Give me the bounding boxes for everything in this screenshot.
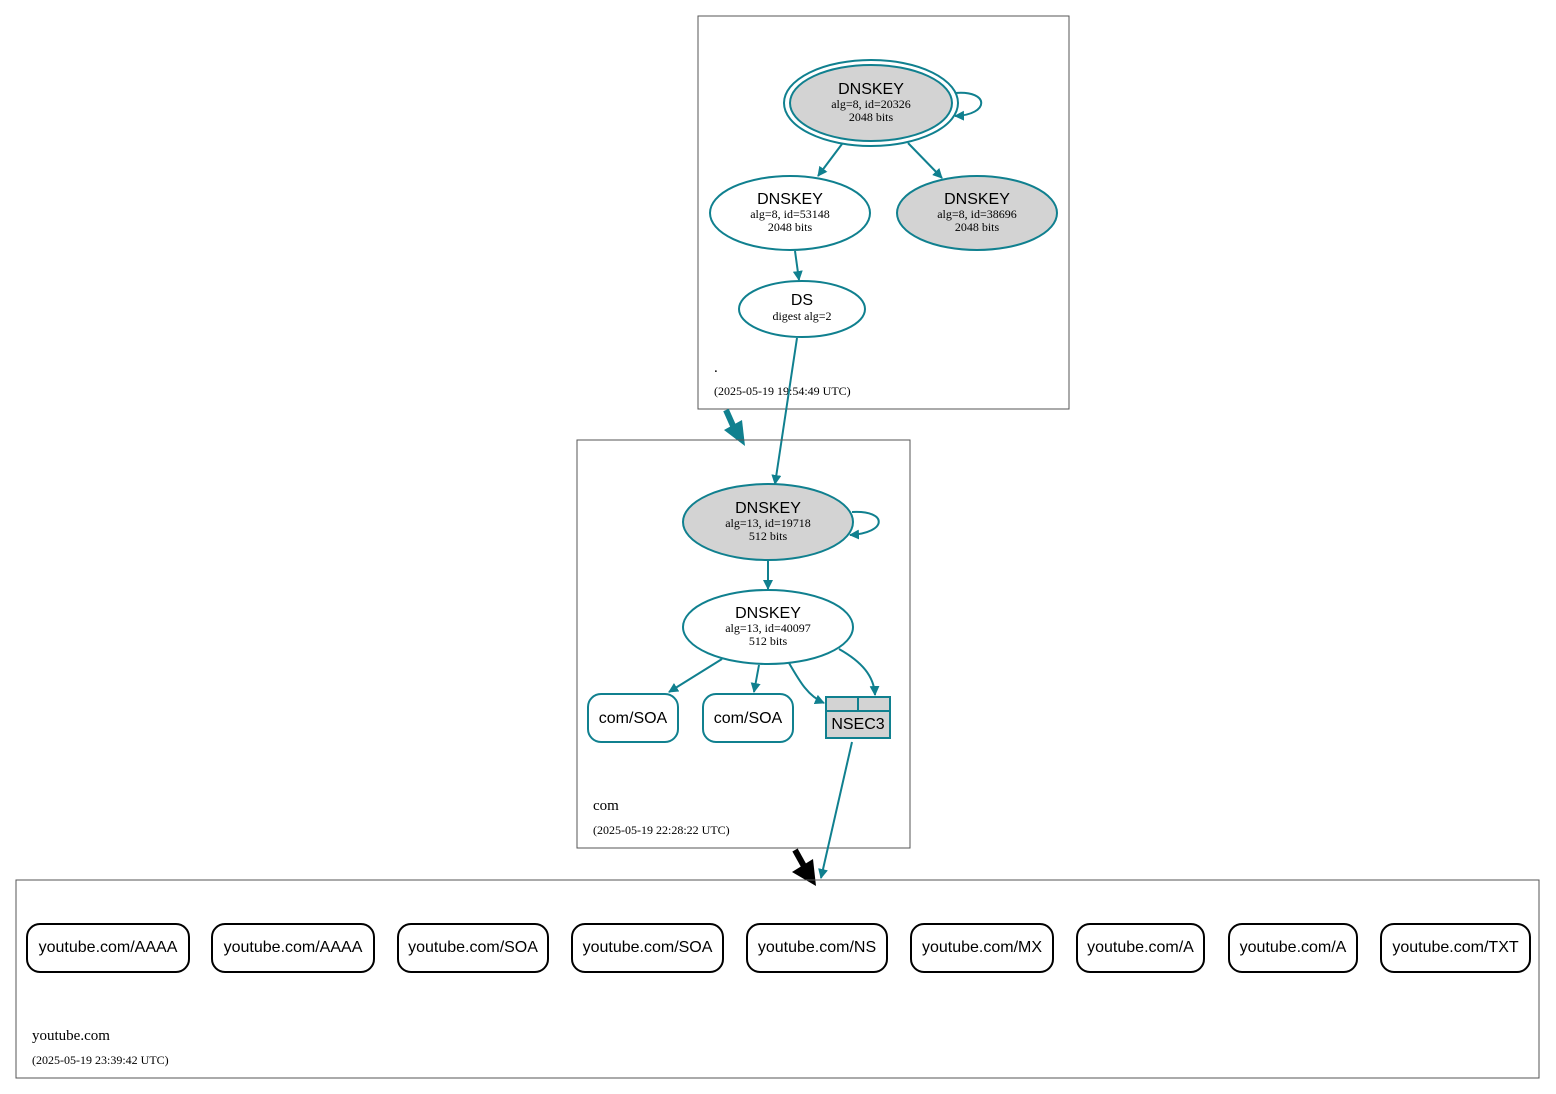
youtube-record-label: youtube.com/SOA: [583, 939, 713, 956]
zone-root-name: .: [714, 360, 718, 376]
node-root-ksk-title: DNSKEY: [838, 81, 904, 98]
delegation-root-to-com: [723, 408, 745, 446]
node-root-zsk-line2: 2048 bits: [768, 220, 813, 234]
zone-youtube: youtube.com (2025-05-19 23:39:42 UTC): [15, 879, 1540, 1079]
edge-root-zsk-to-ds: [792, 250, 803, 281]
youtube-record-label: youtube.com/A: [1240, 939, 1347, 956]
zone-com-time: (2025-05-19 22:28:22 UTC): [593, 823, 730, 837]
youtube-records: youtube.com/AAAA youtube.com/AAAA youtube.…: [26, 923, 1531, 973]
node-com-nsec3-label: NSEC3: [831, 716, 884, 733]
youtube-record-label: youtube.com/SOA: [408, 939, 538, 956]
youtube-record-label: youtube.com/TXT: [1392, 939, 1519, 956]
node-com-soa-2[interactable]: com/SOA: [702, 693, 794, 743]
zone-com-name: com: [593, 798, 619, 814]
node-root-ksk-line2: 2048 bits: [849, 110, 894, 124]
edge-root-ds-to-com-ksk: [771, 337, 798, 485]
node-root-ds-line1: digest alg=2: [772, 309, 831, 323]
node-root-zsk[interactable]: DNSKEY alg=8, id=53148 2048 bits: [709, 175, 871, 251]
youtube-record-box: [571, 923, 724, 973]
youtube-record-label: youtube.com/MX: [922, 939, 1042, 956]
youtube-record[interactable]: youtube.com/A: [1228, 923, 1358, 973]
edge-root-ksk-to-key3: [907, 142, 943, 179]
youtube-record-box: [1380, 923, 1531, 973]
node-com-soa-1-label: com/SOA: [599, 710, 668, 727]
node-root-key3-line1: alg=8, id=38696: [937, 207, 1017, 221]
zone-com: com (2025-05-19 22:28:22 UTC): [576, 439, 911, 849]
node-root-ksk[interactable]: DNSKEY alg=8, id=20326 2048 bits: [783, 59, 959, 147]
node-root-ds-title: DS: [791, 292, 813, 309]
node-com-nsec3[interactable]: NSEC3: [825, 696, 891, 739]
youtube-record[interactable]: youtube.com/SOA: [571, 923, 724, 973]
youtube-record-label: youtube.com/AAAA: [39, 939, 178, 956]
node-root-ds[interactable]: DS digest alg=2: [738, 280, 866, 338]
zone-root: . (2025-05-19 19:54:49 UTC): [697, 15, 1070, 410]
edge-root-ksk-self: [954, 91, 983, 121]
youtube-record-label: youtube.com/AAAA: [224, 939, 363, 956]
edge-com-zsk-to-nsec3-b: [838, 648, 880, 696]
youtube-record-label: youtube.com/A: [1087, 939, 1194, 956]
node-com-zsk-line1: alg=13, id=40097: [725, 621, 811, 635]
youtube-record-box: [1076, 923, 1205, 973]
node-com-ksk[interactable]: DNSKEY alg=13, id=19718 512 bits: [682, 483, 854, 561]
zone-youtube-time: (2025-05-19 23:39:42 UTC): [32, 1053, 169, 1067]
node-root-zsk-title: DNSKEY: [757, 191, 823, 208]
youtube-record[interactable]: youtube.com/AAAA: [26, 923, 190, 973]
youtube-record-box: [397, 923, 549, 973]
node-com-ksk-line2: 512 bits: [749, 529, 788, 543]
edge-nsec3-to-youtube: [818, 741, 853, 879]
node-com-zsk[interactable]: DNSKEY alg=13, id=40097 512 bits: [682, 589, 854, 665]
youtube-record-box: [746, 923, 888, 973]
zone-youtube-name: youtube.com: [32, 1028, 110, 1044]
delegation-com-to-youtube: [792, 848, 816, 886]
youtube-record[interactable]: youtube.com/SOA: [397, 923, 549, 973]
zone-root-time: (2025-05-19 19:54:49 UTC): [714, 384, 851, 398]
youtube-record[interactable]: youtube.com/AAAA: [211, 923, 375, 973]
node-com-zsk-title: DNSKEY: [735, 605, 801, 622]
zone-youtube-box: [15, 879, 1540, 1079]
node-root-key3-line2: 2048 bits: [955, 220, 1000, 234]
youtube-record[interactable]: youtube.com/NS: [746, 923, 888, 973]
youtube-record-box: [910, 923, 1054, 973]
youtube-record[interactable]: youtube.com/TXT: [1380, 923, 1531, 973]
youtube-record-label: youtube.com/NS: [758, 939, 876, 956]
edge-com-zsk-to-soa-1: [668, 658, 723, 693]
node-root-ksk-line1: alg=8, id=20326: [831, 97, 911, 111]
youtube-record-box: [26, 923, 190, 973]
zone-root-box: [697, 15, 1070, 410]
node-com-ksk-title: DNSKEY: [735, 500, 801, 517]
node-com-ksk-line1: alg=13, id=19718: [725, 516, 811, 530]
node-root-key3[interactable]: DNSKEY alg=8, id=38696 2048 bits: [896, 175, 1058, 251]
youtube-record-box: [1228, 923, 1358, 973]
edge-com-zsk-to-soa-2: [750, 664, 761, 693]
edge-com-ksk-self: [849, 510, 880, 540]
zone-com-box: [576, 439, 911, 849]
node-root-key3-title: DNSKEY: [944, 191, 1010, 208]
node-com-zsk-line2: 512 bits: [749, 634, 788, 648]
edge-com-zsk-to-nsec3-a: [788, 662, 825, 704]
node-com-soa-2-label: com/SOA: [714, 710, 783, 727]
edge-root-ksk-to-zsk: [817, 143, 843, 177]
youtube-record[interactable]: youtube.com/MX: [910, 923, 1054, 973]
node-com-soa-1[interactable]: com/SOA: [587, 693, 679, 743]
youtube-record-box: [211, 923, 375, 973]
youtube-record[interactable]: youtube.com/A: [1076, 923, 1205, 973]
node-root-zsk-line1: alg=8, id=53148: [750, 207, 830, 221]
